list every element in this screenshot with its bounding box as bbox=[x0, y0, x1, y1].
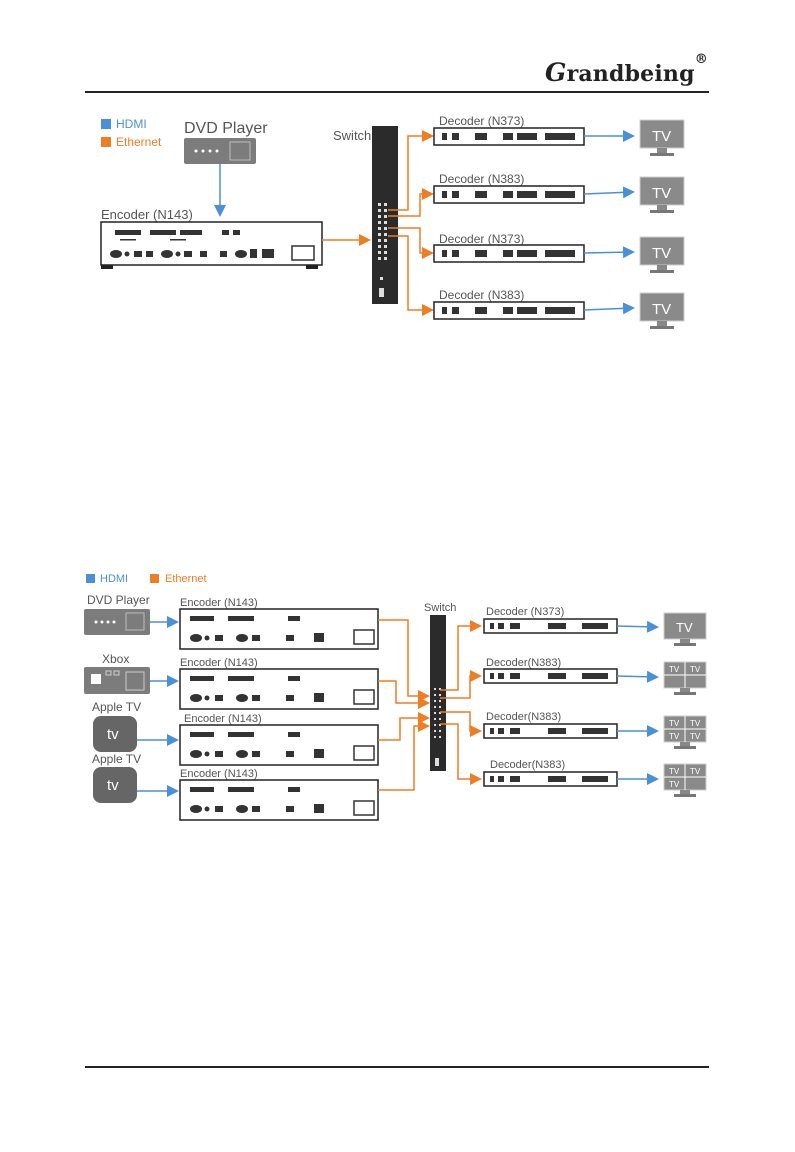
header-rule bbox=[85, 91, 709, 93]
xbox-icon bbox=[84, 667, 150, 694]
encoder-label: Encoder (N143) bbox=[180, 657, 258, 669]
decoder-ports bbox=[442, 133, 575, 314]
tv-label: TV bbox=[669, 732, 680, 741]
legend: HDMI Ethernet bbox=[101, 117, 162, 149]
apple-tv-icon: tv bbox=[93, 716, 137, 752]
switch-device-icon bbox=[430, 615, 446, 771]
source-label: DVD Player bbox=[87, 593, 150, 607]
encoder-label: Encoder (N143) bbox=[180, 597, 258, 609]
encoder-label: Encoder (N143) bbox=[180, 768, 258, 780]
dvd-player-icon bbox=[84, 609, 150, 635]
decoder-ports bbox=[490, 623, 608, 782]
switch-device-icon bbox=[372, 126, 398, 304]
switch-label: Switch bbox=[424, 602, 456, 614]
tv-label: TV bbox=[652, 185, 671, 202]
legend-ethernet-label: Ethernet bbox=[116, 135, 162, 149]
legend-ethernet-swatch bbox=[150, 574, 159, 583]
decoder-label: Decoder (N373) bbox=[439, 114, 524, 128]
tv-label: TV bbox=[690, 732, 701, 741]
encoder-label: Encoder (N143) bbox=[184, 713, 262, 725]
switch-label: Switch bbox=[333, 128, 371, 143]
legend: HDMI Ethernet bbox=[86, 573, 207, 585]
source-label: Apple TV bbox=[92, 752, 141, 766]
ethernet-links-to-decoders bbox=[440, 620, 482, 785]
decoder-label: Decoder(N383) bbox=[486, 711, 561, 723]
source-label: Xbox bbox=[102, 652, 129, 666]
encoder-device-icon bbox=[100, 221, 323, 269]
hdmi-links-to-encoders bbox=[137, 616, 179, 797]
decoder-label: Decoder (N373) bbox=[439, 232, 524, 246]
tv-label: TV bbox=[690, 767, 701, 776]
diagram-multi-encoder: HDMI Ethernet DVD Player Xbox Apple TV t… bbox=[84, 573, 707, 821]
legend-hdmi-label: HDMI bbox=[100, 573, 128, 585]
decoder-list: Decoder (N373) Decoder(N383) Decoder(N38… bbox=[486, 606, 565, 771]
ethernet-links-to-decoders bbox=[388, 130, 434, 316]
tv-label: TV bbox=[669, 719, 680, 728]
tv-label: TV bbox=[669, 767, 680, 776]
apple-tv-logo: tv bbox=[107, 726, 119, 743]
encoder-label: Encoder (N143) bbox=[101, 207, 193, 222]
apple-tv-icon: tv bbox=[93, 767, 137, 803]
footer-rule bbox=[85, 1066, 709, 1068]
tv-label: TV bbox=[652, 245, 671, 262]
diagram-single-encoder: HDMI Ethernet DVD Player Encoder (N143) … bbox=[100, 114, 685, 329]
tv-quad-icon: TV TV TV TV bbox=[663, 715, 707, 749]
hdmi-links-to-tvs bbox=[616, 620, 659, 785]
tv-label: TV bbox=[676, 620, 693, 635]
legend-ethernet-label: Ethernet bbox=[165, 573, 207, 585]
tv-label: TV bbox=[652, 301, 671, 318]
encoder-ports bbox=[190, 616, 375, 816]
legend-hdmi-swatch bbox=[101, 119, 111, 129]
legend-ethernet-swatch bbox=[101, 137, 111, 147]
legend-hdmi-label: HDMI bbox=[116, 117, 147, 131]
tv-icon: TV bbox=[639, 119, 685, 156]
source-label: Apple TV bbox=[92, 700, 141, 714]
tv-quad-icon: TV TV bbox=[663, 661, 707, 695]
decoder-label: Decoder(N383) bbox=[486, 657, 561, 669]
dvd-player-icon bbox=[184, 138, 256, 164]
tv-icon: TV bbox=[639, 176, 685, 213]
tv-label: TV bbox=[690, 719, 701, 728]
tv-icon: TV bbox=[663, 612, 707, 646]
tv-triple-icon: TV TV TV bbox=[663, 763, 707, 797]
tv-icon: TV bbox=[639, 236, 685, 273]
ethernet-links-to-switch bbox=[378, 619, 430, 791]
tv-label: TV bbox=[690, 665, 701, 674]
encoder-device-icons bbox=[179, 608, 379, 821]
decoder-label: Decoder (N383) bbox=[439, 172, 524, 186]
decoder-label: Decoder (N383) bbox=[439, 288, 524, 302]
tv-label: TV bbox=[669, 780, 680, 789]
tv-label: TV bbox=[652, 128, 671, 145]
legend-hdmi-swatch bbox=[86, 574, 95, 583]
tv-icon: TV bbox=[639, 292, 685, 329]
tv-label: TV bbox=[669, 665, 680, 674]
decoder-label: Decoder(N383) bbox=[490, 759, 565, 771]
brand-logo: Grandbeing® bbox=[545, 52, 708, 87]
apple-tv-logo: tv bbox=[107, 777, 119, 794]
hdmi-links-to-tvs bbox=[583, 130, 635, 315]
decoder-device-icons bbox=[483, 618, 618, 787]
decoder-label: Decoder (N373) bbox=[486, 606, 564, 618]
decoder-list: Decoder (N373) Decoder (N383) Decoder (N… bbox=[439, 114, 524, 302]
dvd-player-label: DVD Player bbox=[184, 120, 268, 137]
encoder-list: Encoder (N143) Encoder (N143) Encoder (N… bbox=[180, 597, 262, 780]
